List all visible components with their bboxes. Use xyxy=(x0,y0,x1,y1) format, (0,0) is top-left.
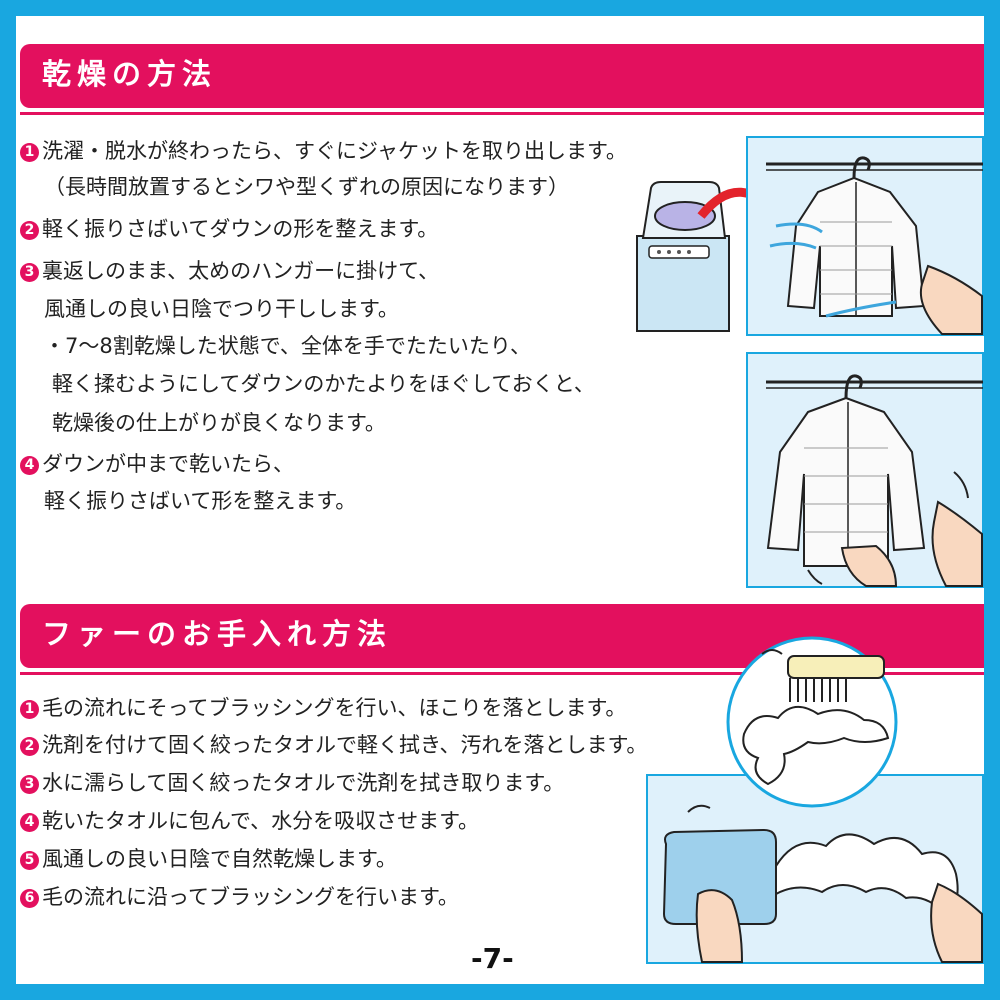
step-number-badge: 3 xyxy=(20,775,39,794)
drying-step-3-line: 風通しの良い日陰でつり干しします。 xyxy=(44,297,399,321)
drying-step-1-note: （長時間放置するとシワや型くずれの原因になります） xyxy=(44,175,569,199)
step-number-badge: 6 xyxy=(20,889,39,908)
drying-step-3-tip-line: 軽く揉むようにしてダウンのかたよりをほぐしておくと、 xyxy=(52,372,595,396)
drying-step-3-tip-line: 乾燥後の仕上がりが良くなります。 xyxy=(52,411,386,435)
section-banner-fur-care: ファーのお手入れ方法 xyxy=(20,604,984,675)
step-number-badge: 1 xyxy=(20,700,39,719)
step-number-badge: 3 xyxy=(20,263,39,282)
step-number-badge: 4 xyxy=(20,456,39,475)
section-banner-drying: 乾燥の方法 xyxy=(20,44,984,115)
section-title: ファーのお手入れ方法 xyxy=(42,617,393,651)
washing-machine-illustration xyxy=(636,181,787,332)
divider xyxy=(20,112,984,115)
jacket-patting-illustration xyxy=(746,352,984,588)
fur-brushing-illustration xyxy=(726,636,898,808)
step-number-badge: 2 xyxy=(20,221,39,240)
step-number-badge: 2 xyxy=(20,737,39,756)
step-number-badge: 1 xyxy=(20,143,39,162)
drying-step-4-line: 軽く振りさばいて形を整えます。 xyxy=(44,489,357,513)
jacket-hanging-illustration xyxy=(746,136,984,336)
divider xyxy=(20,672,984,675)
step-number-badge: 4 xyxy=(20,813,39,832)
step-number-badge: 5 xyxy=(20,851,39,870)
page-number: -7- xyxy=(471,942,514,975)
section-title: 乾燥の方法 xyxy=(42,57,218,91)
drying-step-3-tip: ・7〜8割乾燥した状態で、全体を手でたたいたり、 xyxy=(44,334,532,358)
